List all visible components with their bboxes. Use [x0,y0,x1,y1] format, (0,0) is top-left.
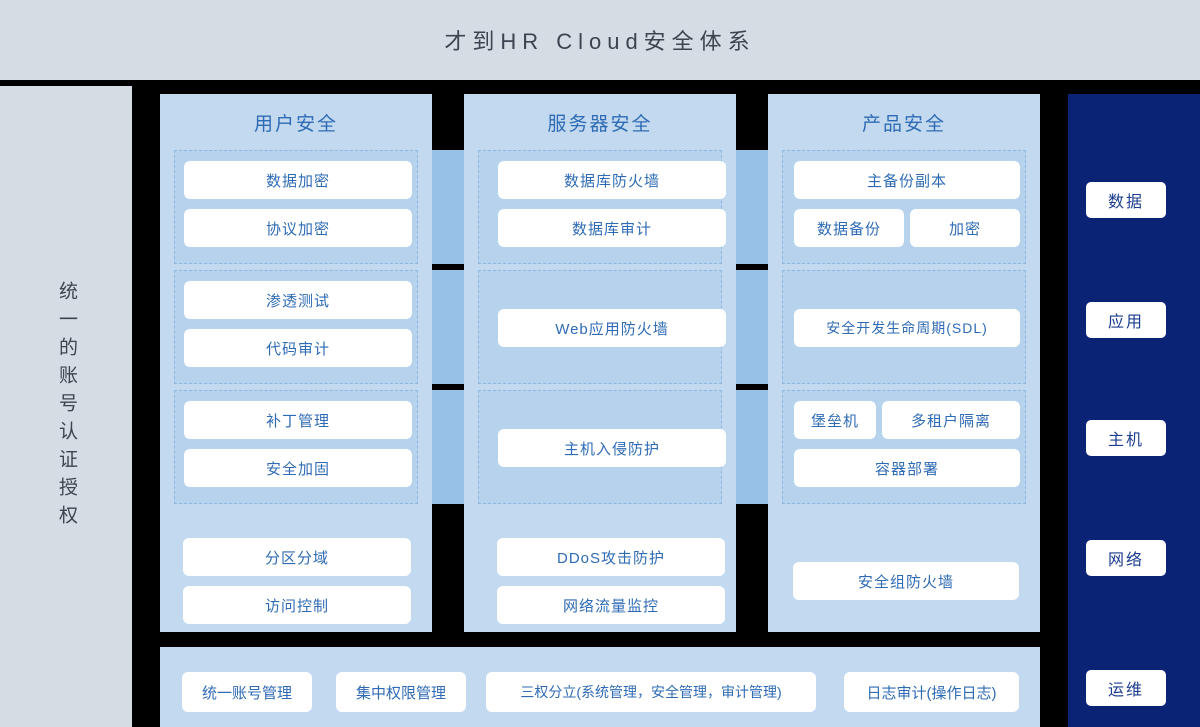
security-item[interactable]: 网络流量监控 [497,586,725,624]
connector-band [736,150,768,264]
bottom-strip-item[interactable]: 三权分立(系统管理，安全管理，审计管理) [486,672,816,712]
band-product-security-2: 安全开发生命周期(SDL) [782,270,1026,384]
band-server-security-4: DDoS攻击防护网络流量监控 [478,510,725,632]
security-item[interactable]: 容器部署 [794,449,1020,487]
page-title: 才到HR Cloud安全体系 [444,29,756,54]
right-sidebar-chip-3[interactable]: 主机 [1086,420,1166,456]
security-item[interactable]: 安全开发生命周期(SDL) [794,309,1020,347]
column-product-security: 产品安全主备份副本数据备份加密安全开发生命周期(SDL) 堡垒机多租户隔离容器部署… [768,94,1040,632]
bottom-strip-item[interactable]: 统一账号管理 [182,672,312,712]
security-item[interactable]: 访问控制 [183,586,411,624]
connector-band [736,390,768,504]
band-server-security-3: 主机入侵防护 [478,390,726,504]
column-user-security: 用户安全数据加密协议加密渗透测试代码审计补丁管理安全加固分区分域访问控制 [160,94,432,632]
band-server-security-2: Web应用防火墙 [478,270,726,384]
security-item[interactable]: 主备份副本 [794,161,1020,199]
band-product-security-4: 安全组防火墙 [782,510,1026,632]
security-item[interactable]: 主机入侵防护 [498,429,726,467]
connector-band [432,150,464,264]
left-sidebar: 统一的账号认证授权 [0,86,132,727]
band-user-security-2: 渗透测试代码审计 [174,270,418,384]
right-sidebar-chip-4[interactable]: 网络 [1086,540,1166,576]
security-item[interactable]: 渗透测试 [184,281,412,319]
band-product-security-1: 主备份副本数据备份加密 [782,150,1026,264]
security-item[interactable]: Web应用防火墙 [498,309,726,347]
security-item[interactable]: 堡垒机 [794,401,876,439]
security-item[interactable]: 协议加密 [184,209,412,247]
security-item[interactable]: 数据库审计 [498,209,726,247]
security-item[interactable]: 数据库防火墙 [498,161,726,199]
column-server-security: 服务器安全数据库防火墙数据库审计 Web应用防火墙主机入侵防护 DDoS攻击防护网络… [464,94,736,632]
right-sidebar: 数据应用主机网络运维 [1068,94,1200,727]
security-item[interactable]: DDoS攻击防护 [497,538,725,576]
security-item[interactable]: 安全加固 [184,449,412,487]
bottom-strip-item[interactable]: 集中权限管理 [336,672,466,712]
connector-band [432,270,464,384]
column-title-user-security: 用户安全 [253,113,338,135]
security-item[interactable]: 数据加密 [184,161,412,199]
column-title-server-security: 服务器安全 [547,113,653,135]
security-item[interactable]: 安全组防火墙 [793,562,1019,600]
right-sidebar-chip-5[interactable]: 运维 [1086,670,1166,706]
connector-band [736,270,768,384]
right-sidebar-chip-1[interactable]: 数据 [1086,182,1166,218]
security-item[interactable]: 加密 [910,209,1020,247]
band-product-security-3: 堡垒机多租户隔离容器部署 [782,390,1026,504]
security-item[interactable]: 多租户隔离 [882,401,1020,439]
band-user-security-4: 分区分域访问控制 [174,510,418,632]
right-sidebar-chip-2[interactable]: 应用 [1086,302,1166,338]
left-sidebar-label: 统一的账号认证授权 [56,280,77,533]
header-bar: 才到HR Cloud安全体系 [0,0,1200,80]
bottom-strip: 统一账号管理集中权限管理三权分立(系统管理，安全管理，审计管理) 日志审计(操作日… [160,647,1040,727]
connector-band [432,390,464,504]
security-item[interactable]: 补丁管理 [184,401,412,439]
band-user-security-1: 数据加密协议加密 [174,150,418,264]
band-user-security-3: 补丁管理安全加固 [174,390,418,504]
band-server-security-1: 数据库防火墙数据库审计 [478,150,726,264]
column-title-product-security: 产品安全 [861,113,946,135]
bottom-strip-item[interactable]: 日志审计(操作日志) [844,672,1019,712]
security-item[interactable]: 数据备份 [794,209,904,247]
security-item[interactable]: 分区分域 [183,538,411,576]
security-item[interactable]: 代码审计 [184,329,412,367]
